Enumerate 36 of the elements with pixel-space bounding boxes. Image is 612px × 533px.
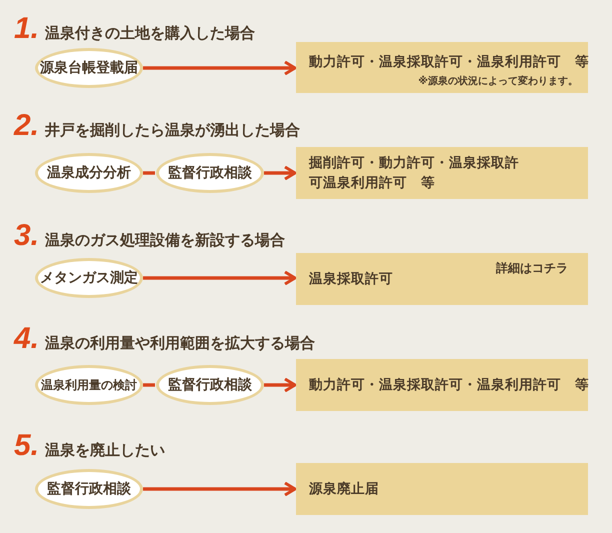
connector-line <box>143 383 155 387</box>
result-box <box>296 253 588 305</box>
step-ellipse: 温泉成分分析 <box>35 153 143 193</box>
step-number: 4. <box>14 324 40 354</box>
arrow <box>143 60 296 76</box>
step-ellipse: 温泉利用量の検討 <box>35 365 143 405</box>
step-number: 1. <box>14 14 40 44</box>
permit-text: 温泉採取許可 <box>309 270 393 289</box>
note-text: ※源泉の状況によって変わります。 <box>418 74 578 88</box>
result-box <box>296 147 588 199</box>
permit-text: 掘削許可・動力許可・温泉採取許可温泉利用許可 等 <box>309 154 520 193</box>
step-ellipse: メタンガス測定 <box>35 258 143 298</box>
step-ellipse: 源泉台帳登載届 <box>35 48 143 88</box>
step-number: 5. <box>14 431 40 461</box>
result-box <box>296 359 588 411</box>
section-heading: 温泉付きの土地を購入した場合 <box>45 24 255 42</box>
permit-text: 源泉廃止届 <box>309 480 379 499</box>
section-heading: 温泉を廃止したい <box>45 441 165 459</box>
step-ellipse: 監督行政相談 <box>35 469 143 509</box>
section-heading: 温泉のガス処理設備を新設する場合 <box>45 231 285 249</box>
step-ellipse: 監督行政相談 <box>156 153 264 193</box>
arrow <box>143 482 296 496</box>
permit-text: 動力許可・温泉採取許可・温泉利用許可 等 <box>309 53 589 72</box>
arrow <box>264 378 296 392</box>
section-heading: 井戸を掘削したら温泉が湧出した場合 <box>45 121 300 139</box>
arrow <box>264 166 296 180</box>
permit-text: 動力許可・温泉採取許可・温泉利用許可 等 <box>309 376 589 395</box>
arrow <box>143 270 296 286</box>
step-number: 2. <box>14 111 40 141</box>
step-number: 3. <box>14 221 40 251</box>
link-text: 詳細はコチラ <box>496 260 568 277</box>
result-box <box>296 463 588 515</box>
result-box <box>296 42 588 93</box>
step-ellipse: 監督行政相談 <box>156 365 264 405</box>
connector-line <box>143 171 155 175</box>
section-heading: 温泉の利用量や利用範囲を拡大する場合 <box>45 334 315 352</box>
